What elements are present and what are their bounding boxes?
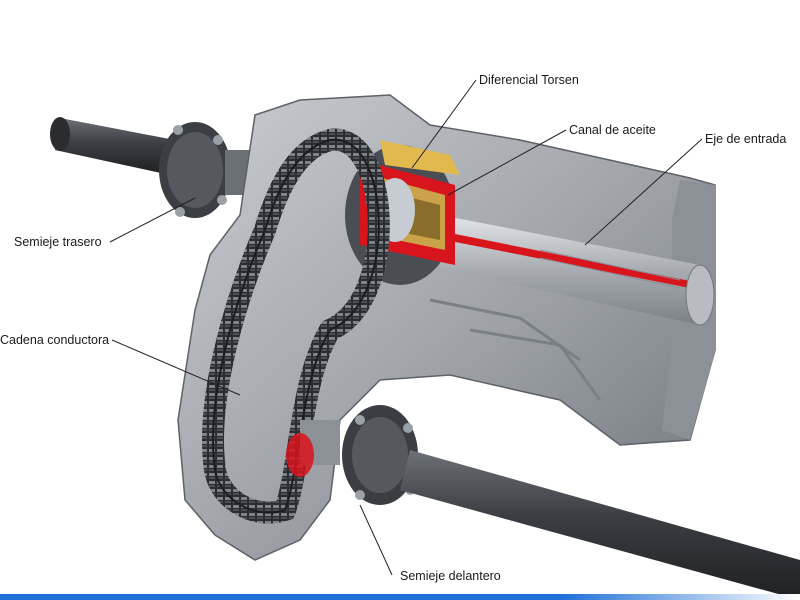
input-shaft (440, 215, 715, 326)
drive-chain (202, 128, 390, 524)
leader-canal (447, 129, 567, 196)
label-eje-de-entrada: Eje de entrada (705, 132, 787, 146)
front-half-shaft (286, 405, 800, 600)
leader-cadena (111, 339, 241, 396)
label-cadena-conductora: Cadena conductora (0, 333, 110, 347)
label-diferencial-torsen: Diferencial Torsen (479, 73, 579, 87)
label-semieje-delantero: Semieje delantero (400, 569, 501, 583)
label-canal-de-aceite: Canal de aceite (569, 123, 656, 137)
bottom-accent-bar (0, 594, 800, 600)
label-semieje-trasero: Semieje trasero (14, 235, 102, 249)
leader-torsen (411, 79, 477, 169)
leader-trasero (109, 197, 196, 243)
leader-lines (109, 79, 703, 576)
leader-delantero (359, 504, 393, 576)
leader-eje (584, 138, 703, 246)
